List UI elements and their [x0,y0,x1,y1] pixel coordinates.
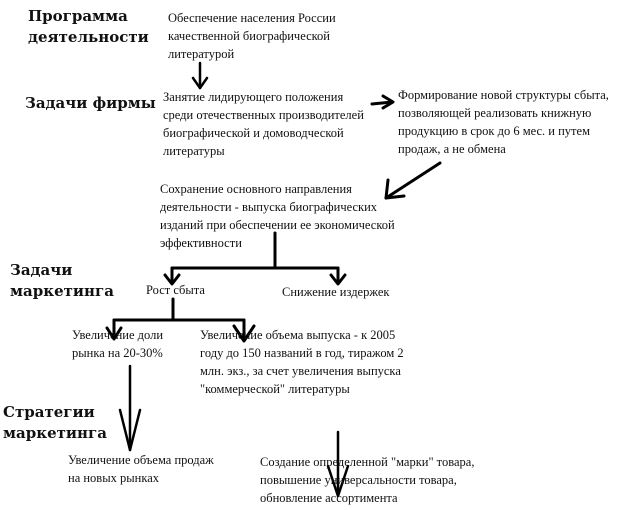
text-line: изданий при обеспечении ее экономической [160,218,395,232]
text-line: Обеспечение населения России [168,11,336,25]
text-line: Увеличение доли [72,328,164,342]
text-line: Увеличение объема продаж [68,453,214,467]
node-program-goal: Обеспечение населения России качественно… [168,9,336,63]
text-line: Рост сбыта [146,283,205,297]
text-line: продукцию в срок до 6 мес. и путем [398,124,590,138]
arrow-sales-structure-to-core [384,161,442,200]
label-line: маркетинга [3,424,107,442]
label-line: Стратегии [3,403,95,421]
arrow-market-share-to-new-markets [118,364,142,452]
text-line: качественной биографической [168,29,330,43]
text-line: Занятие лидирующего положения [163,90,344,104]
node-sales-structure: Формирование новой структуры сбыта, позв… [398,86,609,158]
arrow-leadership-to-sales-structure [370,94,395,110]
node-brand: Создание определенной "марки" товара, по… [260,453,474,507]
text-line: литературы [163,144,225,158]
text-line: "коммерческой" литературы [200,382,350,396]
text-line: обновление ассортимента [260,491,398,505]
label-line: маркетинга [10,282,114,300]
label-line: Задачи [10,261,73,279]
text-line: продаж, а не обмена [398,142,506,156]
label-marketing-tasks: Задачи маркетинга [10,260,114,302]
tree-sales-growth-to-subtasks [105,297,256,343]
label-firm-tasks: Задачи фирмы [25,93,156,114]
arrow-program-to-leadership [191,61,209,90]
text-line: эффективности [160,236,242,250]
label-program: Программа деятельности [28,6,149,48]
text-line: году до 150 названий в год, тиражом 2 [200,346,404,360]
node-new-markets: Увеличение объема продаж на новых рынках [68,451,214,487]
text-line: Создание определенной "марки" товара, [260,455,475,469]
node-leadership: Занятие лидирующего положения среди отеч… [163,88,364,160]
text-line: млн. экз., за счет увеличения выпуска [200,364,401,378]
tree-core-to-marketing-tasks [163,231,347,286]
text-line: позволяющей реализовать книжную [398,106,592,120]
node-cost-reduction: Снижение издержек [282,283,389,301]
node-market-share: Увеличение доли рынка на 20-30% [72,326,163,362]
node-core-direction: Сохранение основного направления деятель… [160,180,395,252]
text-line: Снижение издержек [282,285,390,299]
text-line: биографической и домоводческой [163,126,344,140]
text-line: литературой [168,47,235,61]
text-line: Формирование новой структуры сбыта, [398,88,609,102]
node-output-volume: Увеличение объема выпуска - к 2005 году … [200,326,404,398]
arrow-output-to-brand [326,430,350,498]
text-line: Увеличение объема выпуска - к 2005 [200,328,396,342]
label-line: деятельности [28,28,149,46]
label-line: Задачи фирмы [25,94,156,112]
text-line: повышение универсальности товара, [260,473,457,487]
node-sales-growth: Рост сбыта [146,281,205,299]
text-line: среди отечественных производителей [163,108,364,122]
label-line: Программа [28,7,128,25]
label-marketing-strategies: Стратегии маркетинга [3,402,107,444]
text-line: рынка на 20-30% [72,346,163,360]
text-line: деятельности - выпуска биографических [160,200,378,214]
text-line: на новых рынках [68,471,159,485]
text-line: Сохранение основного направления [160,182,352,196]
